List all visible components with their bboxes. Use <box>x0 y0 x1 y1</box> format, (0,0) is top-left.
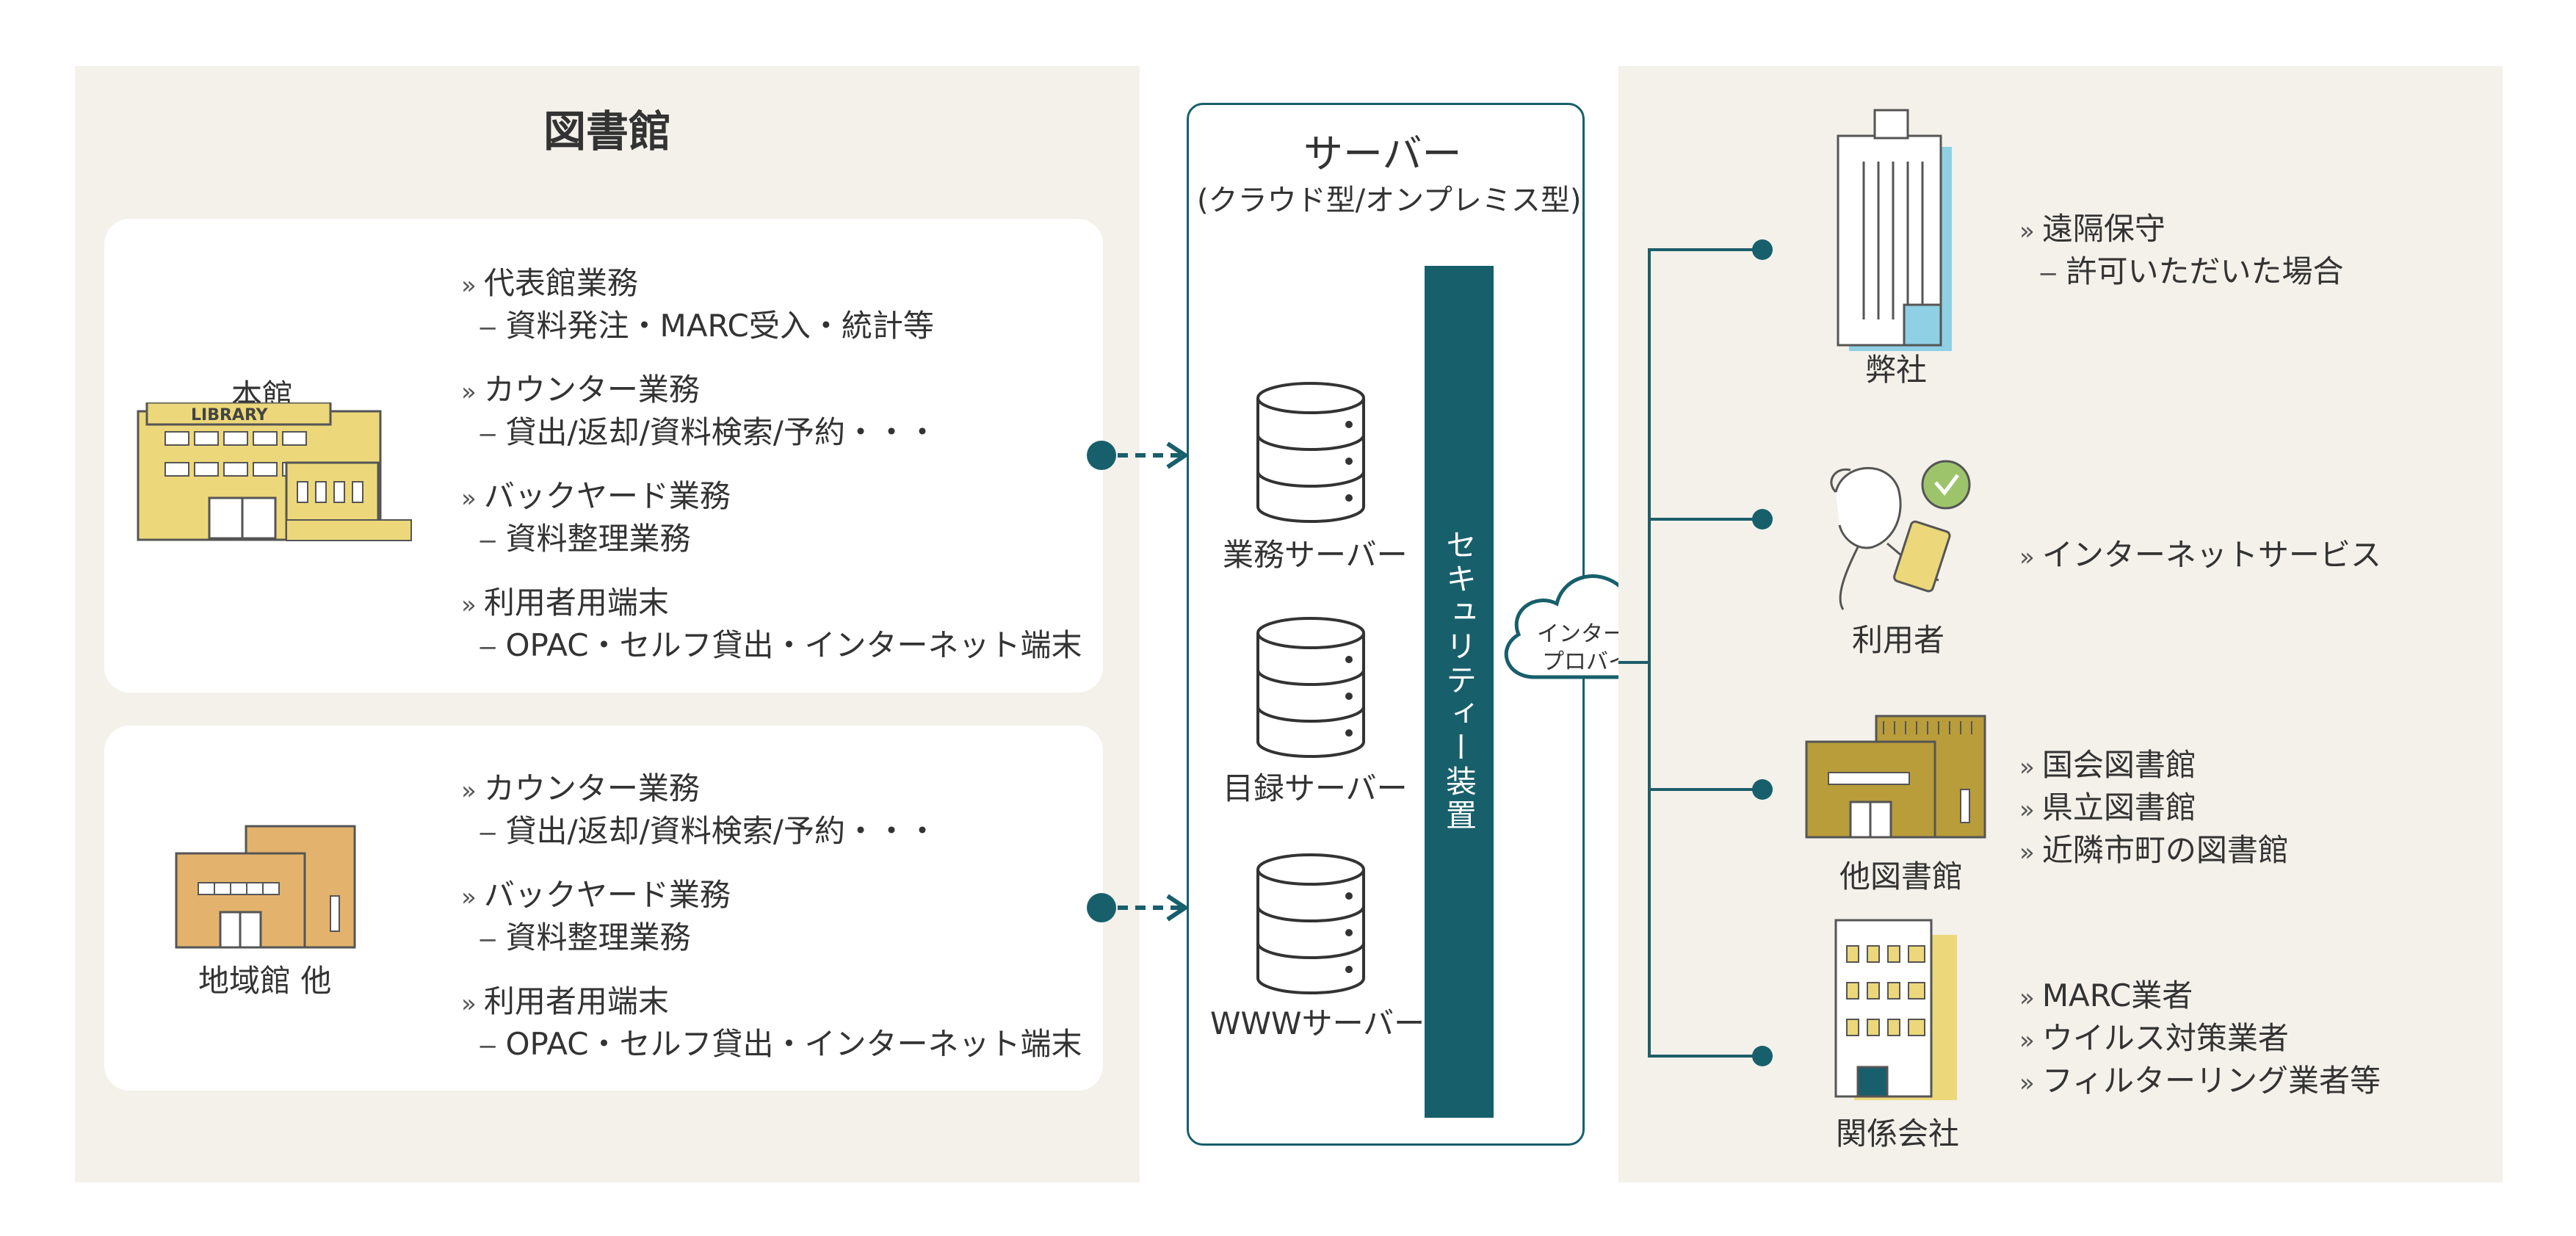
other-library-item-3: »近隣市町の図書館 <box>2019 832 2289 868</box>
office-building-icon <box>1837 109 1952 351</box>
dash-icon: − <box>477 925 499 955</box>
main-item-2-sub: −貸出/返却/資料検索/予約・・・ <box>477 414 938 450</box>
main-item-1-head: »代表館業務 <box>461 265 638 301</box>
library-sign-text: LIBRARY <box>191 406 269 424</box>
business-server-label: 業務サーバー <box>1223 537 1408 573</box>
dash-icon: − <box>2038 259 2059 289</box>
dash-icon: − <box>477 1032 499 1061</box>
chevron-icon: » <box>461 271 477 300</box>
chevron-icon: » <box>2019 1069 2035 1098</box>
main-item-3-sub: −資料整理業務 <box>477 521 691 557</box>
main-item-4-sub: −OPAC・セルフ貸出・インターネット端末 <box>477 627 1082 663</box>
chevron-icon: » <box>461 776 477 806</box>
main-item-1-sub: −資料発注・MARC受入・統計等 <box>477 308 934 344</box>
chevron-icon: » <box>461 377 477 407</box>
connector-line <box>1648 248 1758 251</box>
users-label: 利用者 <box>1852 622 1945 658</box>
server-subtitle: (クラウド型/オンプレミス型) <box>1197 184 1582 217</box>
catalog-server-label: 目録サーバー <box>1223 770 1408 806</box>
branch-connector-arrow <box>1087 893 1190 922</box>
branch-item-3-sub: −OPAC・セルフ貸出・インターネット端末 <box>477 1026 1082 1062</box>
chevron-icon: » <box>461 883 477 912</box>
main-item-2-head: »カウンター業務 <box>461 372 700 408</box>
www-server-label: WWWサーバー <box>1210 1005 1425 1041</box>
connector-dot <box>1752 239 1773 260</box>
chevron-icon: » <box>461 989 477 1019</box>
library-title: 図書館 <box>543 106 672 156</box>
chevron-icon: » <box>461 590 477 620</box>
branch-item-1-head: »カウンター業務 <box>461 770 700 806</box>
dash-icon: − <box>477 527 499 556</box>
company-item-head: »遠隔保守 <box>2019 211 2166 247</box>
branch-building-icon <box>175 825 356 949</box>
connector-dot <box>1752 779 1773 800</box>
chevron-icon: » <box>2019 543 2035 572</box>
partner-item-1: »MARC業者 <box>2019 977 2193 1013</box>
chevron-icon: » <box>461 484 477 513</box>
user-with-phone-icon <box>1830 460 1971 610</box>
partner-item-2: »ウイルス対策業者 <box>2019 1020 2289 1056</box>
chevron-icon: » <box>2019 217 2035 246</box>
users-item: »インターネットサービス <box>2019 537 2381 573</box>
security-device-bar <box>1425 266 1494 1118</box>
connector-line <box>1618 661 1651 664</box>
branch-item-3-head: »利用者用端末 <box>461 983 669 1019</box>
connector-line <box>1648 788 1758 791</box>
branch-item-2-sub: −資料整理業務 <box>477 919 691 955</box>
server-title: サーバー <box>1303 131 1462 177</box>
dash-icon: − <box>477 633 499 662</box>
branch-item-2-head: »バックヤード業務 <box>461 877 731 913</box>
other-libraries-label: 他図書館 <box>1839 859 1964 895</box>
company-label: 弊社 <box>1865 352 1928 388</box>
other-library-item-1: »国会図書館 <box>2019 747 2196 783</box>
connector-line <box>1648 248 1651 1056</box>
connector-line <box>1648 1055 1758 1058</box>
chevron-icon: » <box>2019 838 2035 867</box>
branch-item-1-sub: −貸出/返却/資料検索/予約・・・ <box>477 813 938 849</box>
connector-line <box>1648 518 1758 521</box>
database-icon <box>1256 382 1365 523</box>
security-device-label: セキュリティー装置 <box>1441 529 1477 833</box>
partners-label: 関係会社 <box>1836 1116 1960 1152</box>
other-library-item-2: »県立図書館 <box>2019 789 2196 825</box>
company-item-sub: −許可いただいた場合 <box>2038 253 2344 289</box>
database-icon <box>1256 853 1365 994</box>
branch-library-label: 地域館 他 <box>198 963 332 999</box>
other-library-icon <box>1805 715 1986 839</box>
dash-icon: − <box>477 819 499 848</box>
connector-dot <box>1752 1046 1773 1066</box>
database-icon <box>1256 617 1365 758</box>
main-item-3-head: »バックヤード業務 <box>461 478 731 514</box>
chevron-icon: » <box>2019 795 2035 825</box>
partner-building-icon <box>1834 919 1957 1100</box>
dash-icon: − <box>477 314 499 343</box>
main-connector-arrow <box>1087 441 1190 470</box>
partner-item-3: »フィルターリング業者等 <box>2019 1063 2381 1099</box>
chevron-icon: » <box>2019 1026 2035 1055</box>
chevron-icon: » <box>2019 983 2035 1013</box>
chevron-icon: » <box>2019 753 2035 782</box>
dash-icon: − <box>477 420 499 449</box>
connector-dot <box>1752 509 1773 530</box>
main-item-4-head: »利用者用端末 <box>461 585 669 621</box>
library-building-icon: LIBRARY <box>137 402 412 541</box>
